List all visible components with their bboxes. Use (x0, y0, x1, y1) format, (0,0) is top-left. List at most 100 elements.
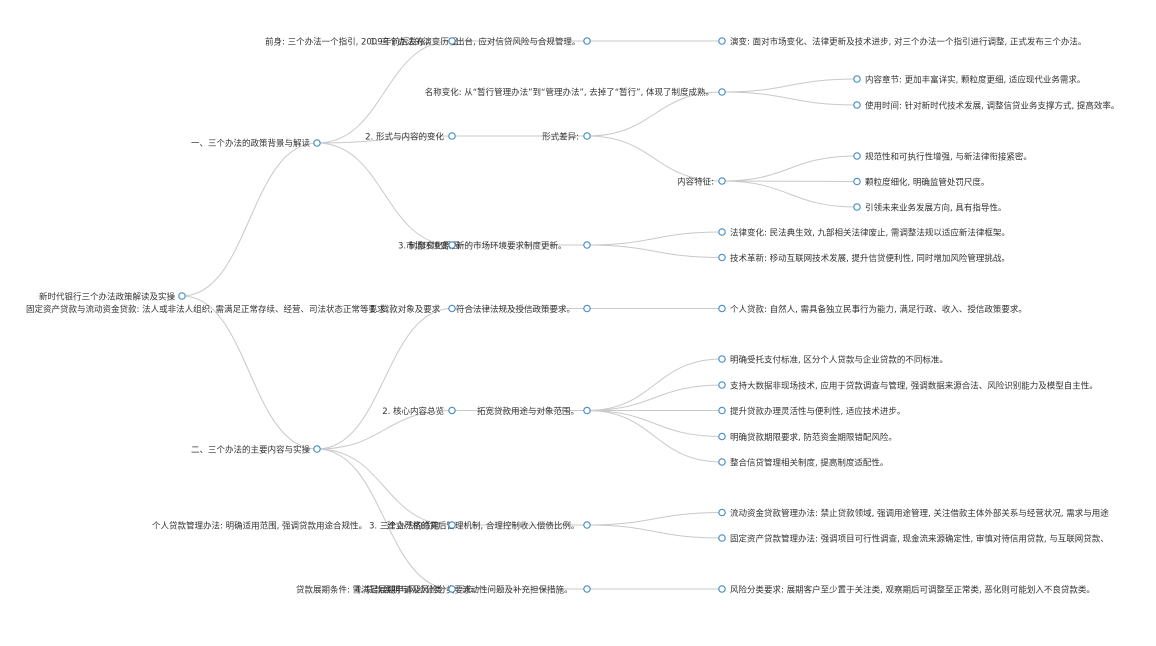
b2-c3-l1-label: 流动资金贷款管理办法: 禁止贷款领域, 强调用途管理, 关注借款主体外部关系与经… (730, 508, 1109, 519)
edge-28 (586, 410, 723, 437)
b1-c3-node[interactable] (583, 241, 591, 249)
b1-content-l1-label: 规范性和可执行性增强, 与新法律衔接紧密。 (865, 152, 1032, 163)
b2-c2-hub-node[interactable] (583, 406, 591, 415)
b1-content-l3-label: 引领未来业务发展方向, 具有指导性。 (865, 203, 1006, 214)
b2-c4-l1-node[interactable] (718, 585, 726, 593)
b2-c3-l2-node[interactable] (718, 534, 726, 542)
b2-c4-node[interactable] (583, 585, 591, 593)
b2-c1-l1-label: 个人贷款: 自然人, 需具备独立民事行为能力, 满足行政、收入、授信政策要求。 (730, 304, 1027, 315)
b2-c1-extra: 符合法律法规及授信政策要求。 (456, 304, 575, 315)
b1-content-l3-node[interactable] (853, 203, 861, 211)
b1-c3-l2-label: 技术革新: 移动互联网技术发展, 提升信贷便利性, 同时增加风险管理挑战。 (730, 253, 1010, 264)
edge-16 (586, 231, 723, 246)
b2-c3-overlay: 3. 三个办法的适用 (369, 521, 439, 532)
b1-name-change-node[interactable] (718, 88, 726, 96)
b2-c3-l2-label: 固定资产贷款管理办法: 强调项目可行性调查, 现金流来源确定性, 审慎对待信用贷… (730, 534, 1109, 545)
b1-c1-l1-label: 演变: 面对市场变化、法律更新及技术进步, 对三个办法一个指引进行调整, 正式发… (730, 37, 1086, 48)
b1-c3-label: 3. 制度变化原因 (398, 241, 460, 252)
b2-c2-l3-node[interactable] (718, 406, 726, 415)
b2-c1-l1-node[interactable] (718, 304, 726, 313)
edge-19 (316, 410, 453, 450)
b2-c3-label: 个人贷款管理办法: 明确适用范围, 强调贷款用途合规性。 (152, 521, 367, 532)
b2-c4-l1-label: 风险分类要求: 展期客户至少置于关注类, 观察期后可调整至正常类, 恶化则可能划… (730, 585, 1095, 596)
branch-1-node[interactable] (313, 139, 321, 147)
edge-3 (316, 135, 453, 144)
b2-c1-label: 固定资产贷款与流动资金贷款: 法人或非法人组织, 需满足正常存续、经营、司法状态… (26, 304, 394, 315)
edge-20 (316, 448, 453, 526)
edge-8 (586, 91, 723, 137)
b1-usage-node[interactable] (853, 101, 861, 109)
b1-chapters-label: 内容章节: 更加丰富详实, 颗粒度更细, 适应现代业务需求。 (865, 75, 1085, 86)
b2-c3-l1-node[interactable] (718, 508, 726, 517)
edge-25 (586, 358, 723, 411)
b1-content-l2-node[interactable] (853, 177, 861, 186)
b1-content-node[interactable] (718, 177, 726, 185)
b2-c4-label: 贷款展期条件: 需满足展期申请及风险分类要求。 (296, 585, 480, 596)
b2-c4-overlay: 4. 贷款展期与风险分类 (355, 585, 443, 596)
b1-usage-label: 使用时间: 针对新时代技术发展, 调整信贷业务支撑方式, 提高效率。 (865, 101, 1119, 112)
b2-c2-node[interactable] (448, 406, 456, 415)
b2-c2-l5-node[interactable] (718, 458, 726, 466)
edge-11 (721, 91, 858, 106)
b1-name-change-label: 名称变化: 从“暂行管理办法”到“管理办法”, 去掉了“暂行”, 体现了制度成熟… (425, 87, 714, 98)
b1-content-l2-label: 颗粒度细化, 明确监管处罚尺度。 (865, 177, 989, 188)
b1-content-l1-node[interactable] (853, 152, 861, 160)
b1-c2-label: 2. 形式与内容的变化 (365, 132, 444, 143)
b2-c2-l2-node[interactable] (718, 381, 726, 389)
b1-c1-l1-node[interactable] (718, 37, 726, 45)
mindmap-nodes: 新时代银行三个办法政策解读及实操 一、三个办法的政策背景与解读 前身: 三个办法… (26, 37, 1119, 596)
b2-c2-l1-node[interactable] (718, 355, 726, 363)
b2-c2-l2-label: 支持大数据非现场技术, 应用于贷款调查与管理, 强调数据来源合法、风险识别能力及… (730, 381, 1098, 392)
edge-17 (586, 244, 723, 258)
edge-10 (721, 78, 858, 93)
root-label: 新时代银行三个办法政策解读及实操 (39, 292, 176, 303)
edge-32 (586, 524, 723, 539)
b1-c3-l2-node[interactable] (718, 253, 726, 262)
b1-c3-l1-label: 法律变化: 民法典生效, 九部相关法律废止, 需调整法规以适应新法律框架。 (730, 228, 1010, 239)
b2-c2-l3-label: 提升贷款办理灵活性与便利性, 适应技术进步。 (730, 406, 905, 417)
edge-31 (586, 512, 723, 526)
b2-c1-left-node[interactable] (448, 304, 456, 313)
edge-18 (316, 308, 453, 450)
b2-c3-extra: 建立严格的贷后管理机制, 合理控制收入偿债比例。 (387, 521, 579, 532)
edge-9 (586, 135, 723, 182)
edge-12 (721, 155, 858, 182)
b2-c2-l4-label: 明确贷款期限要求, 防范资金期限错配风险。 (730, 432, 897, 443)
branch-1-label: 一、三个办法的政策背景与解读 (191, 138, 311, 149)
b1-c1-extra: 出台, 应对信贷风险与合规管理。 (456, 37, 580, 48)
b2-c2-l4-node[interactable] (718, 432, 726, 441)
edge-29 (586, 410, 723, 463)
b2-c1-node[interactable] (583, 304, 591, 313)
b1-chapters-node[interactable] (853, 75, 861, 83)
b1-c1-node[interactable] (583, 37, 591, 45)
b2-c2-hub-label: 拓宽贷款用途与对象范围。 (477, 406, 579, 417)
branch-2-node[interactable] (313, 445, 321, 453)
b1-c2-form-label: 形式差异: (542, 132, 579, 143)
edge-21 (316, 448, 453, 590)
b2-c3-node[interactable] (583, 521, 591, 529)
branch-2-label: 二、三个办法的主要内容与实操 (191, 445, 311, 456)
b1-c2-form-node[interactable] (583, 132, 591, 140)
edge-1 (181, 295, 318, 450)
b1-c1-overlay: 1. 三个办法的演变历程 (370, 37, 458, 48)
b1-c1-left-node[interactable] (448, 37, 456, 45)
b1-c3-l1-node[interactable] (718, 228, 726, 236)
b1-content-label: 内容特征: (677, 177, 714, 188)
b2-c2-label: 2. 核心内容总览 (382, 406, 444, 417)
b2-c3-left-node[interactable] (448, 521, 456, 529)
b2-c2-l5-label: 整合信贷管理相关制度, 提高制度适配性。 (730, 458, 888, 469)
b2-c4-left-node[interactable] (448, 585, 456, 593)
edge-26 (586, 384, 723, 411)
b2-c2-l1-label: 明确受托支付标准, 区分个人贷款与企业贷款的不同标准。 (730, 355, 948, 366)
edge-0 (181, 142, 318, 297)
b1-c3-left-node[interactable] (448, 241, 456, 249)
root-node[interactable] (178, 292, 186, 300)
edge-14 (721, 180, 858, 208)
b1-c2-node[interactable] (448, 132, 456, 140)
b1-c3-extra: 新的市场环境要求制度更新。 (456, 241, 567, 252)
b2-c1-overlay: 1. 贷款对象及要求 (370, 304, 441, 315)
edge-4 (316, 142, 453, 246)
edge-13 (721, 180, 858, 182)
edge-2 (316, 40, 453, 144)
